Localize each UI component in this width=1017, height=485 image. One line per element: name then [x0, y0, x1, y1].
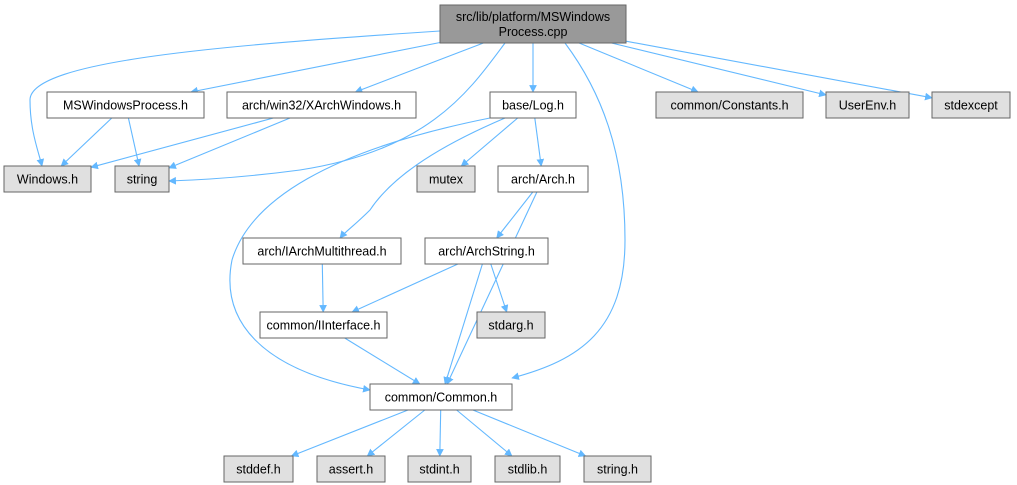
- node-box-stddef_h: [223, 455, 294, 483]
- node-box-stdint_h: [407, 455, 472, 483]
- node-label-stdlib_h: stdlib.h: [508, 463, 548, 477]
- node-constants_h: common/Constants.h: [655, 91, 804, 119]
- edge-root-to-common_h: [511, 42, 626, 380]
- node-label-root-line-0: src/lib/platform/MSWindows: [456, 10, 610, 24]
- node-box-userenv_h: [825, 91, 910, 119]
- edge-common_h-to-assert_h: [366, 409, 426, 457]
- node-label-windows_h: Windows.h: [17, 173, 78, 187]
- node-label-log_h: base/Log.h: [502, 99, 564, 113]
- edge-mswindowsprocess_h-to-string: [127, 117, 142, 167]
- edge-root-to-xarchwindows_h: [354, 42, 484, 94]
- node-label-stdexcept: stdexcept: [944, 99, 998, 113]
- node-stddef_h: stddef.h: [223, 455, 294, 483]
- node-stdexcept: stdexcept: [931, 91, 1011, 119]
- node-box-archstring_h: [424, 237, 549, 265]
- node-box-string_h: [583, 455, 652, 483]
- node-userenv_h: UserEnv.h: [825, 91, 910, 119]
- edge-root-to-constants_h: [578, 42, 699, 93]
- node-string_h: string.h: [583, 455, 652, 483]
- node-box-xarchwindows_h: [226, 91, 417, 119]
- node-label-constants_h: common/Constants.h: [670, 99, 788, 113]
- node-box-stdexcept: [931, 91, 1011, 119]
- node-label-mutex: mutex: [429, 173, 464, 187]
- edge-root-to-string: [168, 42, 506, 185]
- edge-common_h-to-stdlib_h: [456, 409, 513, 457]
- node-log_h[interactable]: base/Log.h: [489, 91, 577, 119]
- node-iarchmultithread_h[interactable]: arch/IArchMultithread.h: [242, 237, 402, 265]
- node-windows_h: Windows.h: [3, 165, 92, 193]
- node-stdlib_h: stdlib.h: [494, 455, 561, 483]
- node-box-arch_h: [497, 165, 589, 193]
- node-iinterface_h[interactable]: common/IInterface.h: [259, 311, 388, 339]
- edge-root-to-stdexcept: [625, 40, 933, 101]
- node-stdarg_h: stdarg.h: [476, 311, 546, 339]
- node-box-assert_h: [316, 455, 386, 483]
- edge-root-to-mswindowsprocess_h: [190, 41, 441, 95]
- edge-common_h-to-string_h: [472, 409, 587, 457]
- node-archstring_h[interactable]: arch/ArchString.h: [424, 237, 549, 265]
- node-label-string: string: [127, 173, 158, 187]
- node-mswindowsprocess_h[interactable]: MSWindowsProcess.h: [46, 91, 205, 119]
- edge-iinterface_h-to-common_h: [344, 337, 421, 385]
- node-box-stdarg_h: [476, 311, 546, 339]
- node-label-stddef_h: stddef.h: [236, 463, 281, 477]
- node-label-stdarg_h: stdarg.h: [488, 319, 533, 333]
- edge-root-to-userenv_h: [611, 42, 827, 98]
- node-arch_h[interactable]: arch/Arch.h: [497, 165, 589, 193]
- node-box-windows_h: [3, 165, 92, 193]
- node-label-common_h: common/Common.h: [385, 391, 498, 405]
- edge-mswindowsprocess_h-to-windows_h: [60, 117, 113, 167]
- edge-root-to-windows_h: [29, 30, 441, 167]
- node-label-mswindowsprocess_h: MSWindowsProcess.h: [63, 99, 188, 113]
- node-box-stdlib_h: [494, 455, 561, 483]
- node-label-archstring_h: arch/ArchString.h: [438, 245, 535, 259]
- node-xarchwindows_h[interactable]: arch/win32/XArchWindows.h: [226, 91, 417, 119]
- node-box-string: [114, 165, 170, 193]
- node-label-root-line-1: Process.cpp: [499, 25, 568, 39]
- edge-xarchwindows_h-to-string: [168, 117, 291, 169]
- edge-arch_h-to-common_h: [446, 191, 538, 385]
- node-string: string: [114, 165, 170, 193]
- nodes-layer: src/lib/platform/MSWindowsProcess.cppWin…: [3, 4, 1011, 483]
- node-label-xarchwindows_h: arch/win32/XArchWindows.h: [242, 99, 401, 113]
- node-box-root: [439, 4, 627, 44]
- node-box-log_h: [489, 91, 577, 119]
- node-box-mutex: [416, 165, 476, 193]
- node-label-iinterface_h: common/IInterface.h: [267, 319, 381, 333]
- edge-xarchwindows_h-to-windows_h: [90, 117, 274, 170]
- edge-iarchmultithread_h-to-iinterface_h: [319, 263, 327, 313]
- edge-log_h-to-common_h: [229, 117, 491, 393]
- edge-archstring_h-to-common_h: [443, 263, 483, 385]
- node-assert_h: assert.h: [316, 455, 386, 483]
- node-root[interactable]: src/lib/platform/MSWindowsProcess.cpp: [439, 4, 627, 44]
- node-label-assert_h: assert.h: [329, 463, 374, 477]
- node-box-mswindowsprocess_h: [46, 91, 205, 119]
- node-common_h[interactable]: common/Common.h: [369, 383, 513, 411]
- node-box-common_h: [369, 383, 513, 411]
- node-label-iarchmultithread_h: arch/IArchMultithread.h: [257, 245, 386, 259]
- edges-layer: [29, 30, 933, 458]
- node-stdint_h: stdint.h: [407, 455, 472, 483]
- edge-common_h-to-stddef_h: [290, 409, 409, 458]
- edge-archstring_h-to-stdarg_h: [490, 263, 509, 313]
- edge-log_h-to-mutex: [460, 117, 519, 167]
- edge-log_h-to-iarchmultithread_h: [339, 117, 506, 239]
- node-mutex: mutex: [416, 165, 476, 193]
- node-box-iinterface_h: [259, 311, 388, 339]
- node-label-arch_h: arch/Arch.h: [511, 173, 575, 187]
- node-box-constants_h: [655, 91, 804, 119]
- edge-arch_h-to-archstring_h: [496, 191, 534, 239]
- node-label-userenv_h: UserEnv.h: [839, 99, 896, 113]
- edge-log_h-to-arch_h: [534, 117, 545, 167]
- node-label-string_h: string.h: [597, 463, 638, 477]
- node-label-stdint_h: stdint.h: [419, 463, 459, 477]
- edge-archstring_h-to-iinterface_h: [351, 263, 459, 313]
- edge-common_h-to-stdint_h: [436, 409, 444, 457]
- node-box-iarchmultithread_h: [242, 237, 402, 265]
